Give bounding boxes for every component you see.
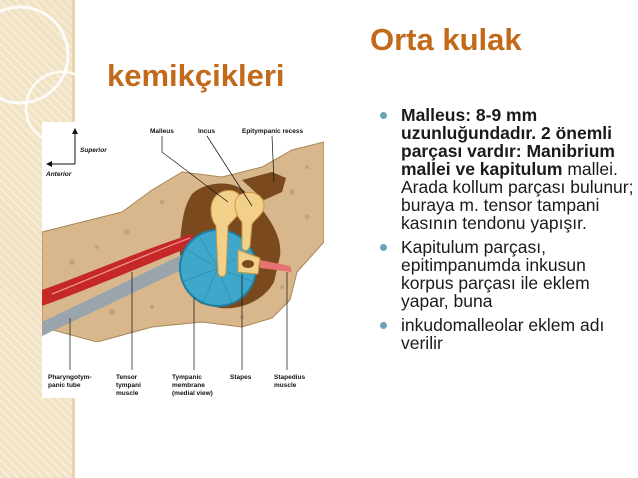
label-tensor-1: Tensor (116, 374, 138, 381)
label-stapedius-2: muscle (274, 382, 297, 389)
label-pharyngotympanic-1: Pharyngotym- (48, 374, 92, 381)
bullet-bold-text: Malleus: 8-9 mm uzunluğundadır. 2 önemli… (401, 105, 615, 179)
bullet-dot-icon (380, 112, 387, 119)
label-tensor-2: tympani (116, 382, 141, 389)
bullet-dot-icon (380, 244, 387, 251)
slide-title-line-1: Orta kulak (370, 22, 522, 57)
bullet-item: inkudomalleolar eklem adı verilir (376, 316, 634, 352)
label-tympanic-2: membrane (172, 382, 205, 389)
label-stapes: Stapes (230, 374, 252, 381)
bullet-item: Kapitulum parçası, epitimpanumda inkusun… (376, 238, 634, 310)
label-epitympanic-recess: Epitympanic recess (242, 128, 303, 135)
orientation-arrows (46, 128, 78, 167)
tensor-tympani-shape (42, 234, 198, 306)
stapedius-shape (260, 260, 292, 272)
epitympanic-recess-area (242, 172, 286, 200)
label-malleus: Malleus (150, 128, 174, 135)
incus-shape (234, 191, 265, 251)
middle-ear-figure: Superior Anterior Malleus Incus Epitympa… (42, 122, 324, 398)
label-tympanic-1: Tympanic (172, 374, 202, 381)
bullet-text: mallei. Arada kollum parçası bulunur; bu… (401, 159, 634, 233)
label-incus: Incus (198, 128, 215, 135)
label-anterior: Anterior (45, 171, 72, 178)
bullet-list: Malleus: 8-9 mm uzunluğundadır. 2 önemli… (376, 106, 634, 358)
bullet-text: Kapitulum parçası, epitimpanumda inkusun… (401, 237, 590, 311)
label-stapedius-1: Stapedius (274, 374, 305, 381)
bullet-dot-icon (380, 322, 387, 329)
label-superior: Superior (80, 147, 107, 154)
pharyngotympanic-tube-shape (42, 250, 198, 336)
label-pharyngotympanic-2: panic tube (48, 382, 81, 389)
label-tensor-3: muscle (116, 390, 139, 397)
ossicles-illustration: Superior Anterior Malleus Incus Epitympa… (42, 128, 324, 398)
bullet-text: inkudomalleolar eklem adı verilir (401, 315, 605, 353)
slide-title-line-2: kemikçikleri (107, 58, 285, 93)
label-tympanic-3: (medial view) (172, 390, 213, 397)
bullet-item: Malleus: 8-9 mm uzunluğundadır. 2 önemli… (376, 106, 634, 232)
